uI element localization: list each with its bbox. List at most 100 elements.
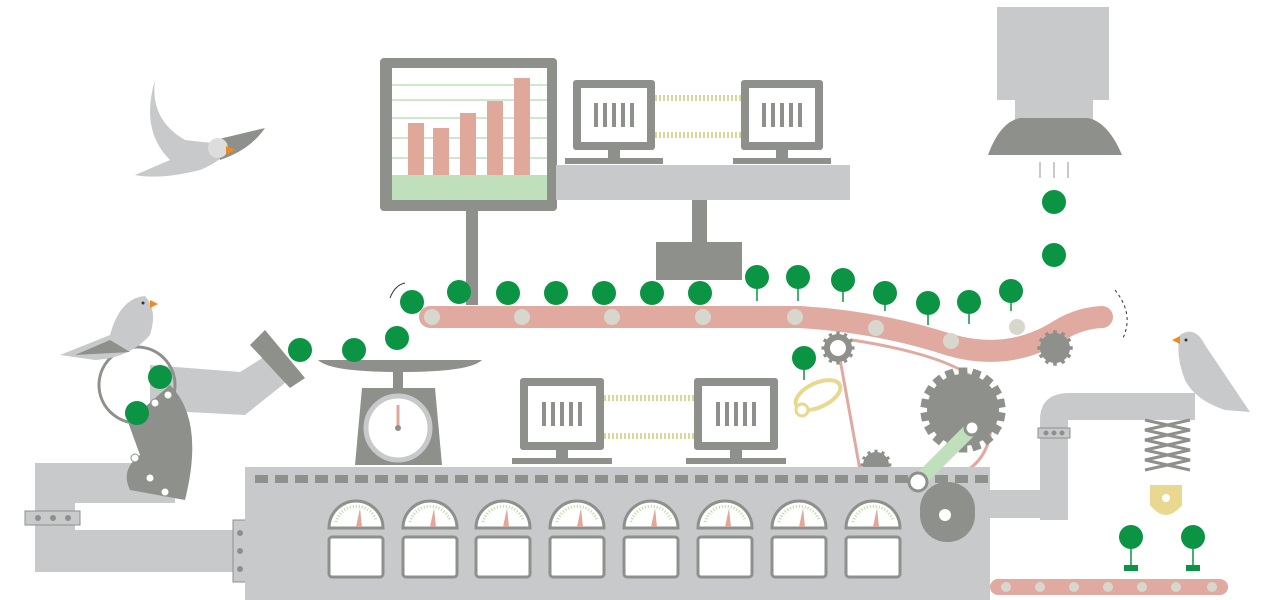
green-ball — [1181, 525, 1205, 571]
green-ball — [544, 281, 568, 305]
green-ball — [957, 290, 981, 324]
vent-slot — [515, 475, 528, 483]
display-panel — [770, 535, 828, 579]
vent-slot — [695, 475, 708, 483]
vent-slot — [415, 475, 428, 483]
belt-roller — [424, 309, 440, 325]
gear-hub — [830, 340, 846, 356]
vent-slot — [895, 475, 908, 483]
safety-pin — [793, 378, 843, 418]
perched-bird-right — [1172, 331, 1250, 412]
weighing-scale — [318, 360, 482, 465]
vent-slot — [875, 475, 888, 483]
robot-arm — [97, 330, 305, 500]
conveyor-belt — [389, 282, 1128, 362]
gauge — [844, 499, 902, 579]
vent-slot — [755, 475, 768, 483]
green-ball — [640, 281, 664, 305]
gauge — [770, 499, 828, 579]
monitor-top-left — [565, 80, 663, 164]
green-ball — [1042, 243, 1066, 267]
green-ball — [792, 346, 816, 380]
belt-roller — [787, 309, 803, 325]
small-gear-icon — [821, 331, 855, 365]
display-panel — [401, 535, 459, 579]
flying-bird — [135, 80, 265, 177]
vent-slot — [835, 475, 848, 483]
right-gear-icon — [1037, 330, 1073, 366]
hopper — [988, 7, 1122, 178]
belt-roller — [868, 320, 884, 336]
vent-slot — [375, 475, 388, 483]
belt-roller — [943, 333, 959, 349]
chart-bars — [408, 78, 530, 175]
display-panel — [327, 535, 385, 579]
right-pipe — [988, 393, 1195, 520]
vent-slot — [935, 475, 948, 483]
green-ball — [786, 265, 810, 301]
vent-slot — [975, 475, 988, 483]
green-ball — [288, 338, 312, 362]
green-ball — [745, 265, 769, 301]
vent-slot — [735, 475, 748, 483]
vent-slot — [615, 475, 628, 483]
gauge — [474, 499, 532, 579]
gauge — [401, 499, 459, 579]
belt-roller — [604, 309, 620, 325]
display-panel — [844, 535, 902, 579]
display-panel — [622, 535, 680, 579]
gauge — [696, 499, 754, 579]
belt-roller — [1009, 319, 1025, 335]
green-ball — [385, 326, 409, 350]
monitor-top-right — [733, 80, 831, 164]
left-pipe — [24, 463, 248, 583]
vent-slot — [715, 475, 728, 483]
vent-slot — [275, 475, 288, 483]
vent-slot — [575, 475, 588, 483]
monitor-base-left — [512, 378, 612, 464]
green-ball — [400, 290, 424, 314]
vent-slot — [635, 475, 648, 483]
chart-monitor — [380, 58, 557, 305]
green-ball — [148, 365, 172, 389]
vent-slot — [255, 475, 268, 483]
green-ball — [125, 401, 149, 425]
display-panel — [474, 535, 532, 579]
vent-slot — [655, 475, 668, 483]
vent-slot — [955, 475, 968, 483]
gauge — [327, 499, 385, 579]
green-ball — [831, 268, 855, 302]
vent-slot — [675, 475, 688, 483]
monitor-base-right — [686, 378, 786, 464]
vent-slot — [395, 475, 408, 483]
green-ball — [496, 281, 520, 305]
crank-arm — [907, 419, 981, 521]
green-ball — [1042, 190, 1066, 214]
perched-bird-left — [60, 296, 158, 360]
belt-roller — [695, 309, 711, 325]
display-panel — [696, 535, 754, 579]
green-ball — [1119, 525, 1143, 571]
green-ball — [342, 338, 366, 362]
vent-slot — [855, 475, 868, 483]
vent-slot — [775, 475, 788, 483]
gauge — [548, 499, 606, 579]
green-ball — [873, 281, 897, 311]
lower-belt — [990, 579, 1228, 595]
vent-slot — [535, 475, 548, 483]
vent-slot — [495, 475, 508, 483]
vent-slot — [595, 475, 608, 483]
vent-slot — [455, 475, 468, 483]
green-ball — [688, 281, 712, 305]
vent-slot — [315, 475, 328, 483]
vent-slot — [555, 475, 568, 483]
belt-roller — [514, 309, 530, 325]
vent-slot — [475, 475, 488, 483]
vent-slot — [355, 475, 368, 483]
vent-slot — [795, 475, 808, 483]
vent-slot — [435, 475, 448, 483]
large-gear-icon — [920, 367, 1006, 453]
green-ball — [916, 291, 940, 325]
gauge — [622, 499, 680, 579]
vent-slot — [335, 475, 348, 483]
